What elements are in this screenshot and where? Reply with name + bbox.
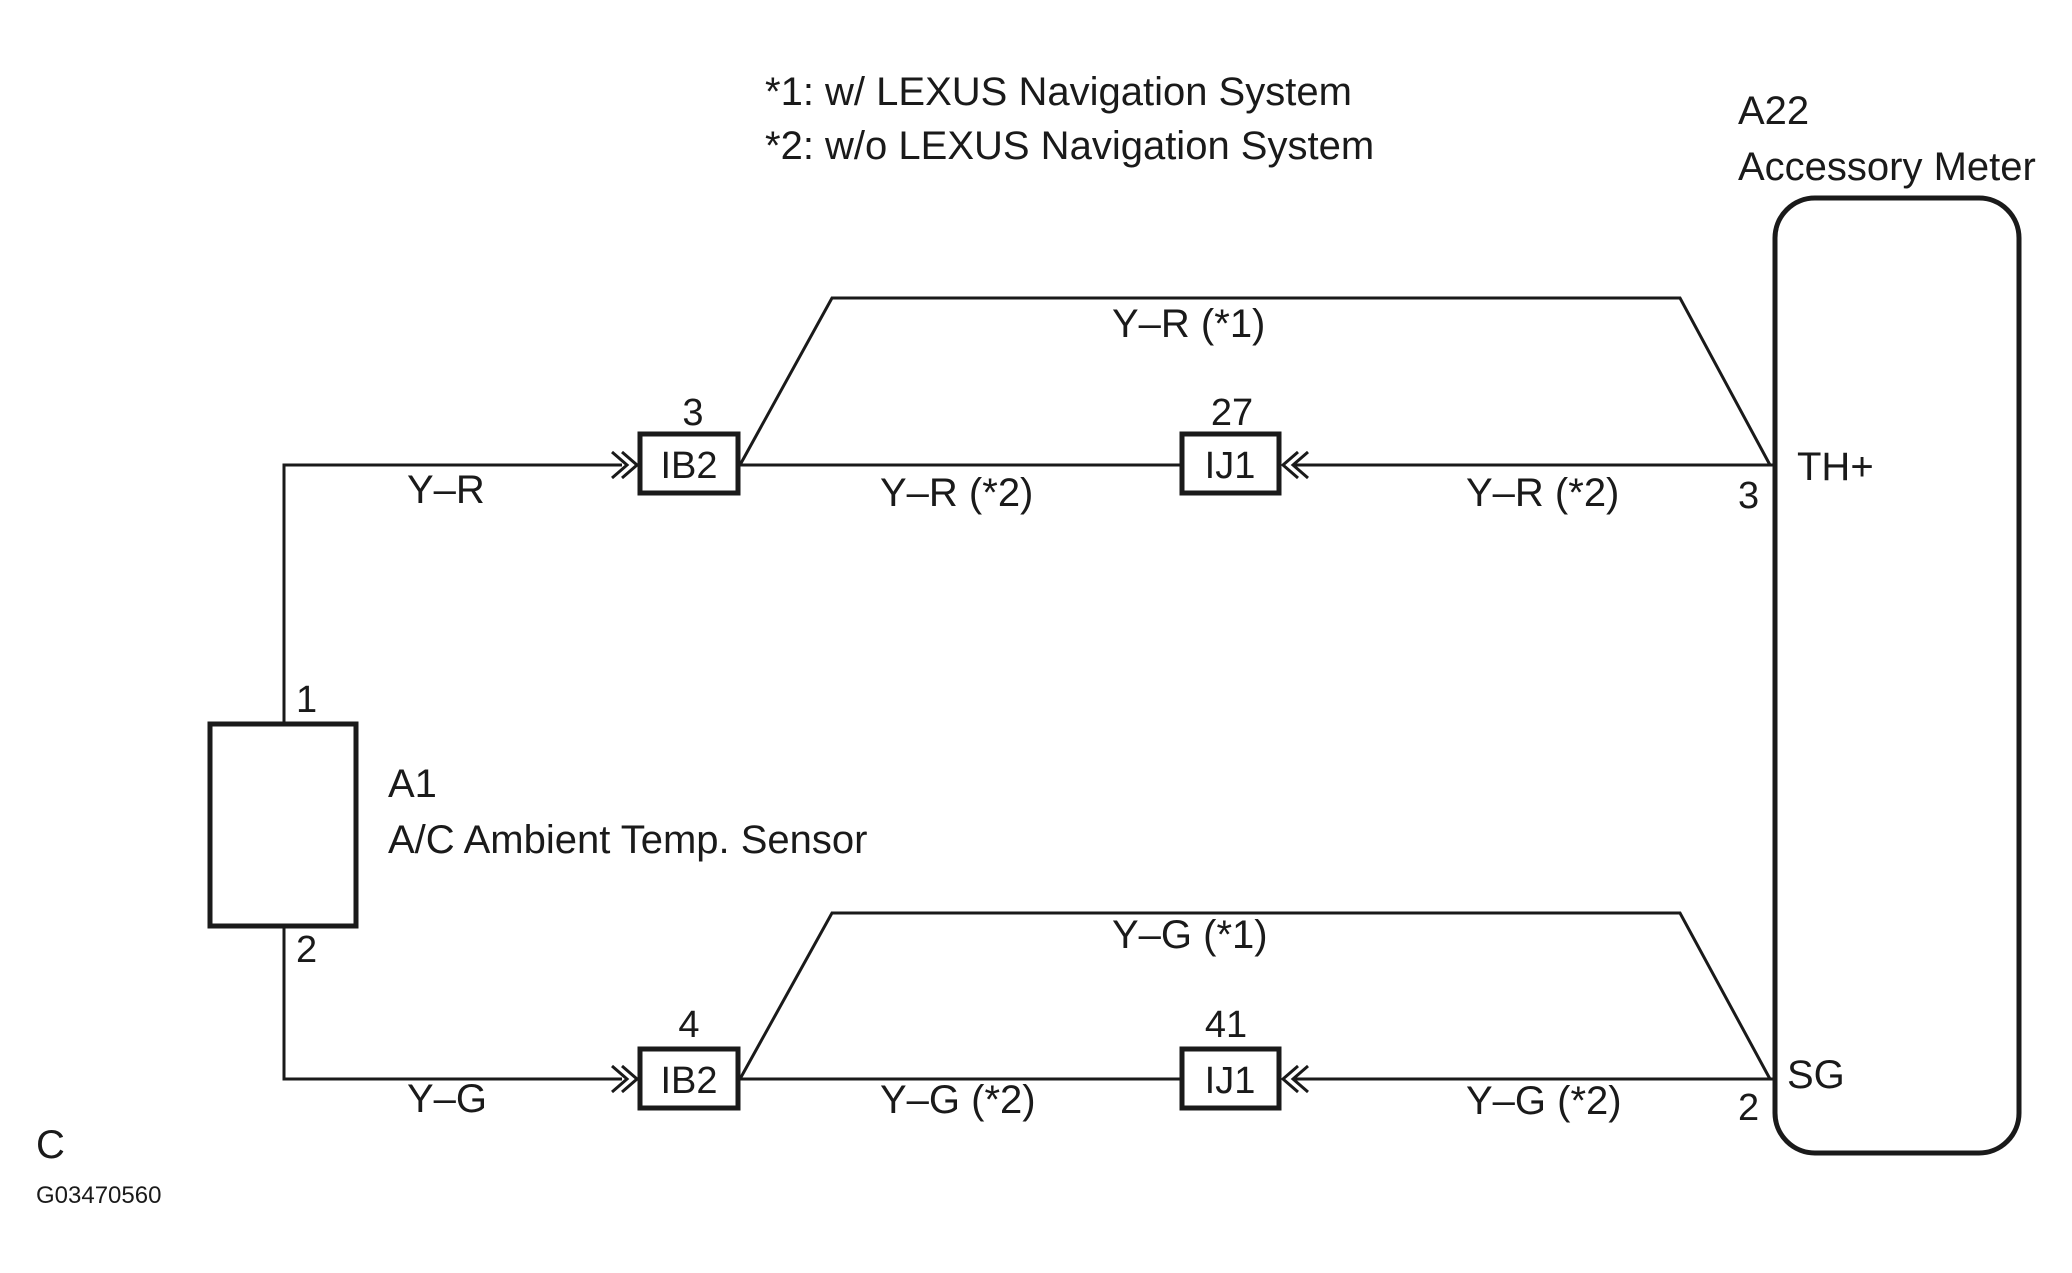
bottom-wire-label-mid: Y–G (*2) <box>880 1078 1036 1122</box>
bottom-ij1-label: IJ1 <box>1205 1060 1256 1102</box>
meter-code: A22 <box>1738 89 1809 133</box>
bottom-ij1-connector <box>1179 1046 1282 1111</box>
meter-pin-sg-label: SG <box>1787 1053 1845 1097</box>
bottom-ib2-pin: 4 <box>678 1004 699 1046</box>
meter-pin-th-label: TH+ <box>1797 445 1874 489</box>
accessory-meter-box <box>1772 195 2022 1156</box>
sensor-pin-1: 1 <box>296 679 317 721</box>
sensor-name: A/C Ambient Temp. Sensor <box>388 818 868 862</box>
top-ij1-arrow-icon <box>1280 450 1299 480</box>
top-wire-label-meter: Y–R (*2) <box>1466 471 1619 515</box>
bottom-ib2-connector <box>637 1046 741 1111</box>
top-ib2-pin: 3 <box>682 392 703 434</box>
bottom-wire-label-sensor: Y–G <box>407 1077 487 1121</box>
top-wire-bypass <box>738 296 1772 466</box>
top-ib2-arrow-icon-2 <box>621 450 640 480</box>
bottom-ib2-label: IB2 <box>660 1060 717 1102</box>
ambient-sensor-box <box>207 721 359 929</box>
bottom-ij1-arrow-icon <box>1280 1064 1299 1094</box>
bottom-ib2-arrow-icon-2 <box>621 1064 640 1094</box>
bottom-wire-label-meter: Y–G (*2) <box>1466 1079 1622 1123</box>
bottom-ib2-arrow-icon <box>611 1064 630 1094</box>
meter-pin-sg-number: 2 <box>1738 1087 1759 1129</box>
top-ij1-label: IJ1 <box>1205 445 1256 487</box>
top-ib2-arrow-icon <box>611 450 630 480</box>
bottom-wire-label-bypass: Y–G (*1) <box>1112 913 1268 957</box>
meter-name: Accessory Meter <box>1738 145 2036 189</box>
figure-id: G03470560 <box>36 1182 161 1209</box>
sensor-code: A1 <box>388 762 437 806</box>
top-ib2-label: IB2 <box>660 445 717 487</box>
bottom-ij1-pin: 41 <box>1205 1004 1247 1046</box>
top-wire-label-sensor: Y–R <box>407 468 485 512</box>
top-ij1-connector <box>1179 431 1282 496</box>
legend-note-1: *1: w/ LEXUS Navigation System <box>765 70 1352 114</box>
bottom-wire-bypass <box>738 911 1772 1080</box>
top-wire-sensor-to-ib2 <box>282 463 622 724</box>
bottom-wire-sensor-to-ib2 <box>282 926 622 1081</box>
top-wire-label-mid: Y–R (*2) <box>880 471 1033 515</box>
footer-letter: C <box>36 1123 65 1167</box>
meter-pin-th-number: 3 <box>1738 475 1759 517</box>
top-ij1-pin: 27 <box>1211 392 1253 434</box>
sensor-pin-2: 2 <box>296 929 317 971</box>
legend-note-2: *2: w/o LEXUS Navigation System <box>765 124 1374 168</box>
top-ib2-connector <box>637 431 741 496</box>
top-wire-label-bypass: Y–R (*1) <box>1112 302 1265 346</box>
